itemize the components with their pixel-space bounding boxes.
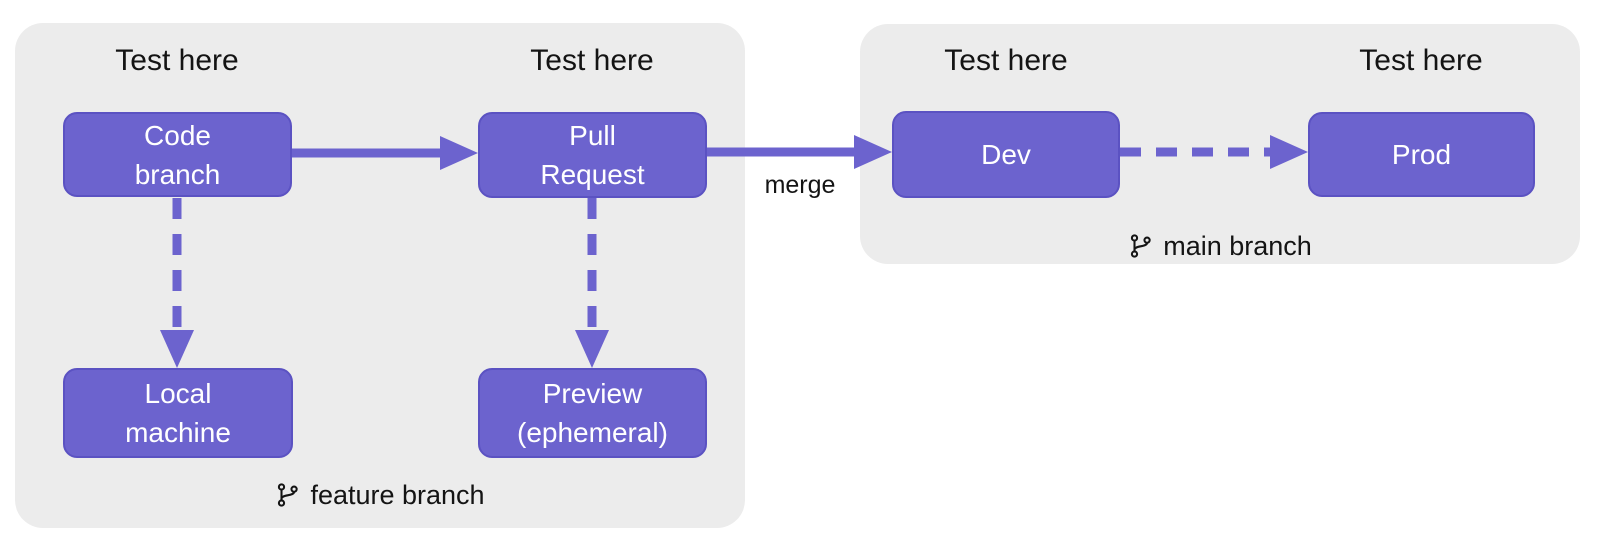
feature-branch-caption-text: feature branch bbox=[310, 479, 485, 510]
git-branch-icon bbox=[1128, 233, 1154, 259]
node-code-branch: Code branch bbox=[63, 112, 292, 197]
merge-edge-label: merge bbox=[764, 171, 836, 199]
feature-branch-caption: feature branch bbox=[15, 477, 745, 513]
test-here-label-prod: Test here bbox=[1359, 44, 1483, 77]
test-here-label-dev: Test here bbox=[944, 44, 1068, 77]
git-branch-icon bbox=[275, 482, 301, 508]
node-preview-ephemeral: Preview (ephemeral) bbox=[478, 368, 707, 458]
test-here-label-code: Test here bbox=[115, 44, 239, 77]
node-local-machine: Local machine bbox=[63, 368, 293, 458]
node-prod: Prod bbox=[1308, 112, 1535, 197]
main-branch-caption-text: main branch bbox=[1163, 230, 1312, 261]
node-pull-request: Pull Request bbox=[478, 112, 707, 198]
test-here-label-pr: Test here bbox=[530, 44, 654, 77]
main-branch-caption: main branch bbox=[860, 228, 1580, 264]
node-dev: Dev bbox=[892, 111, 1120, 198]
